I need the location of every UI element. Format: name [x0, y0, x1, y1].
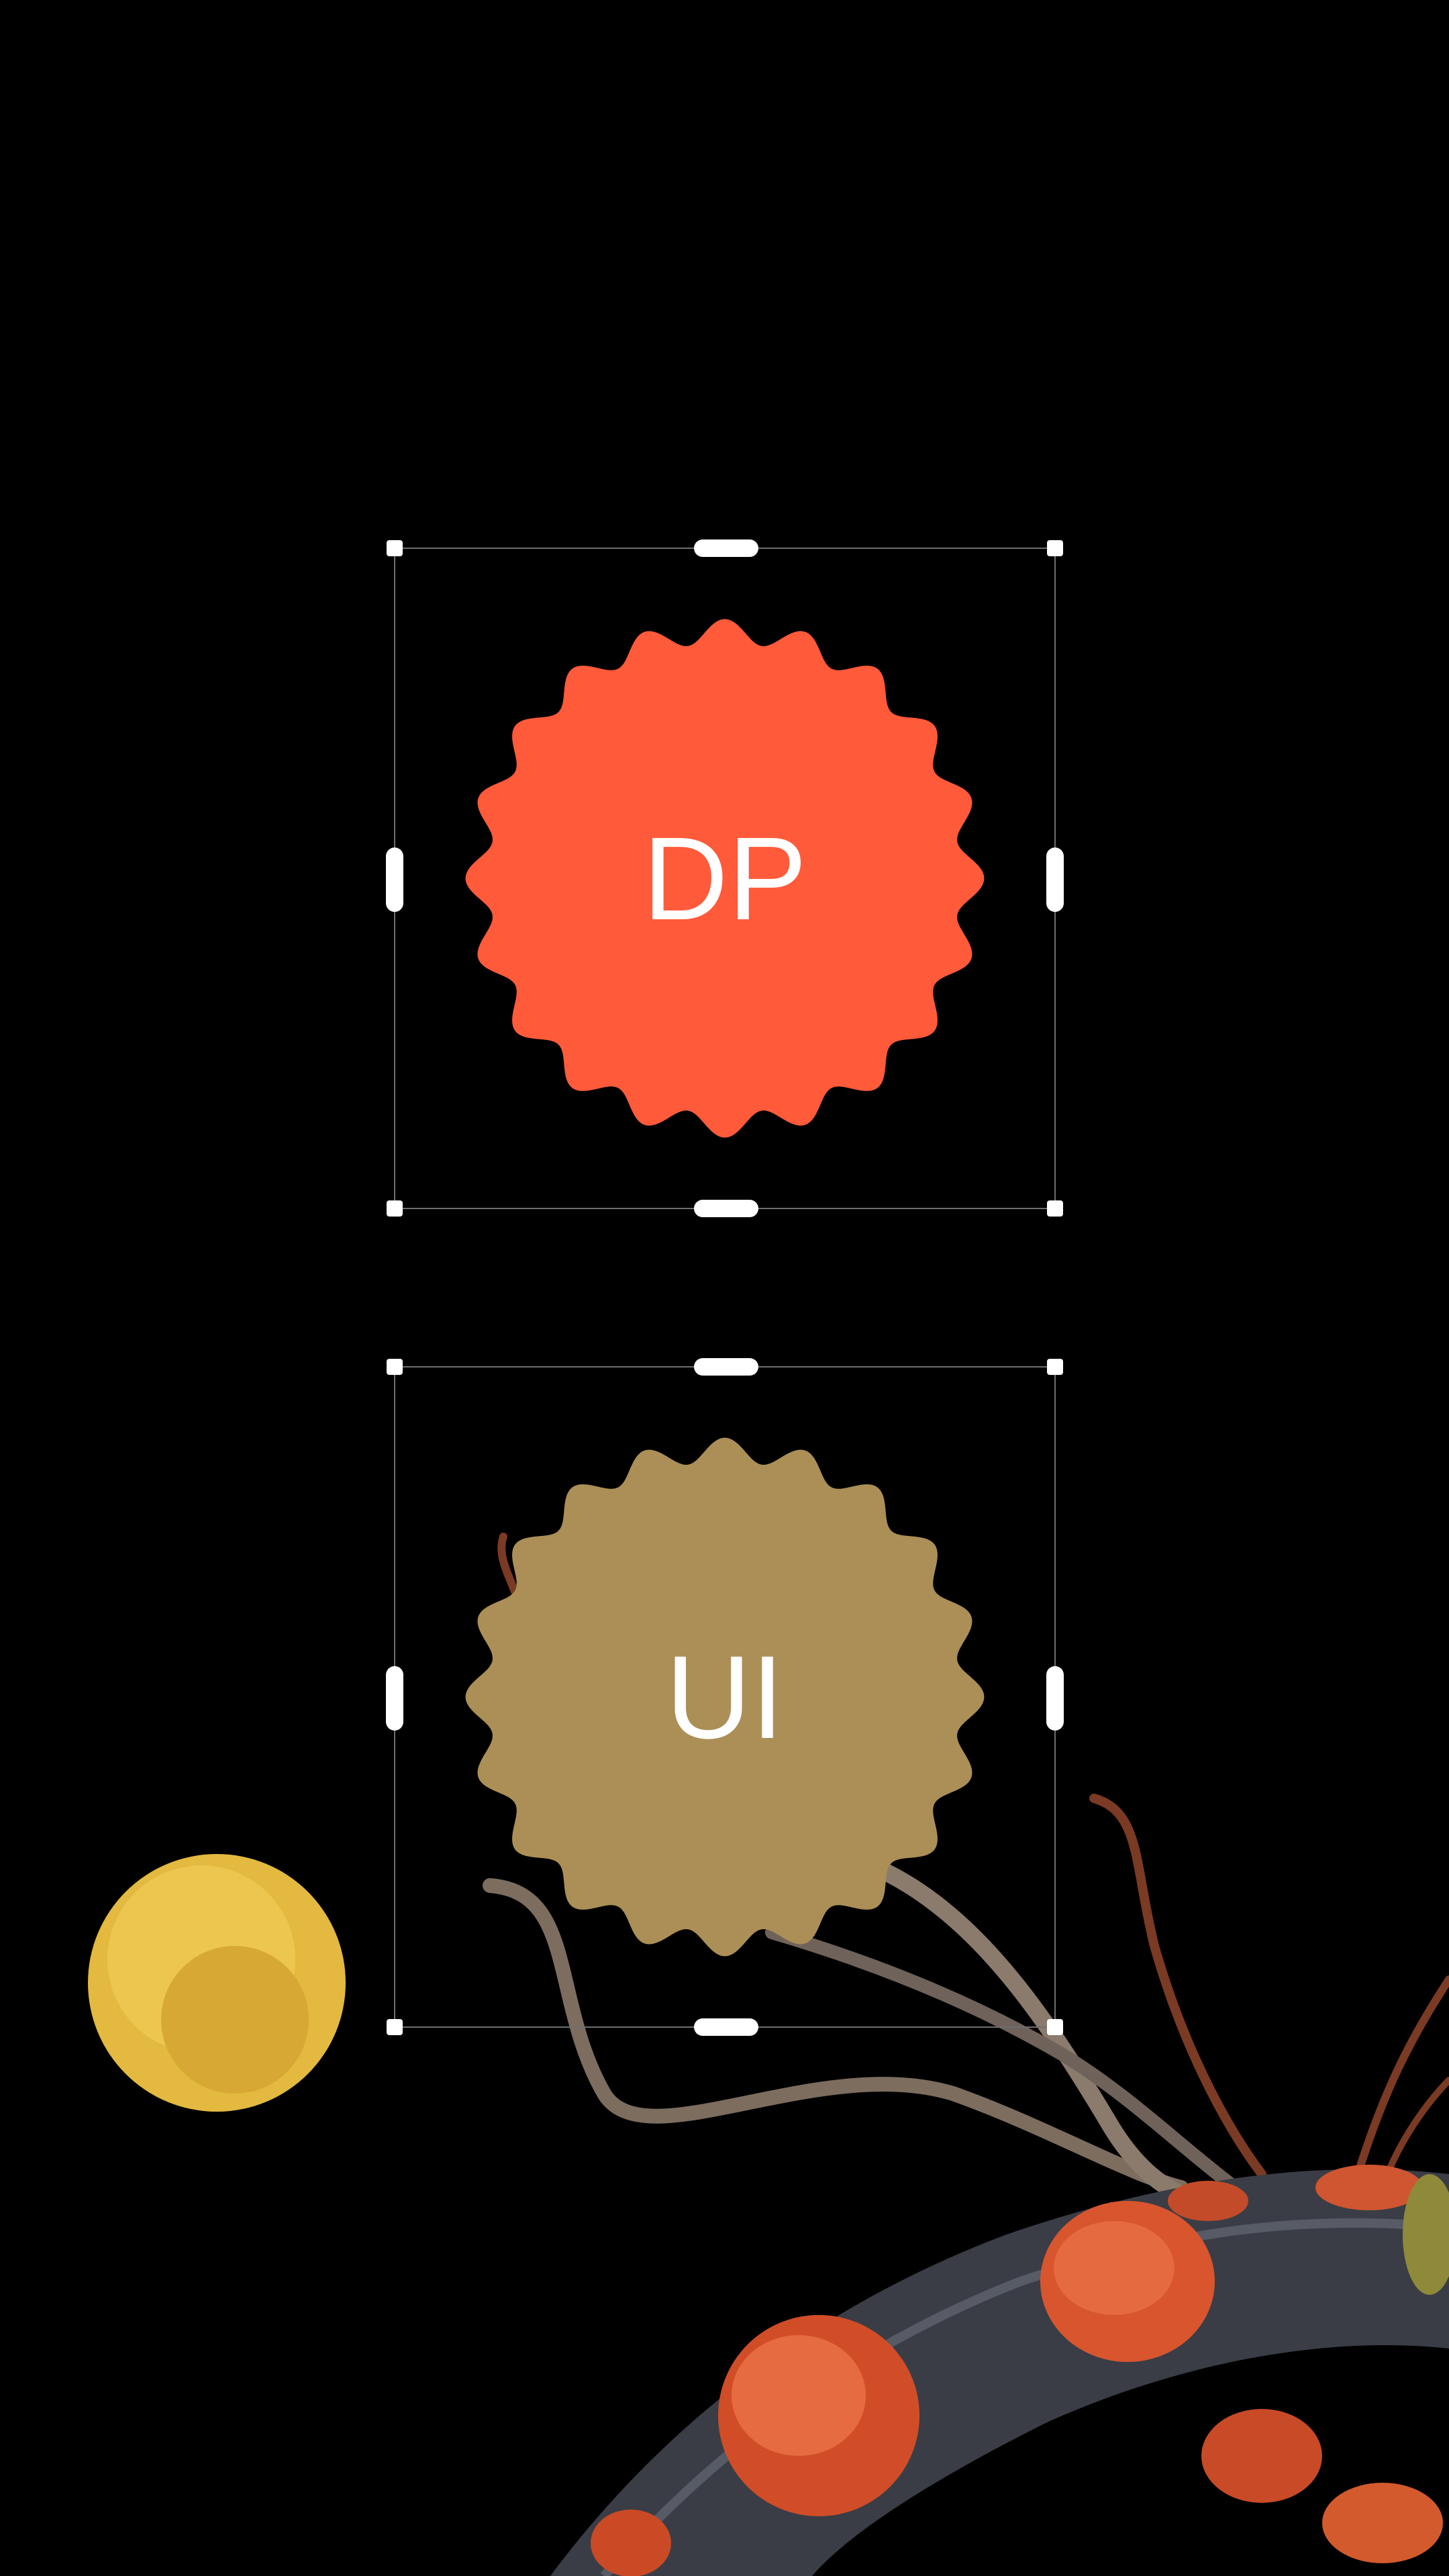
resize-handle-right[interactable] [1046, 1666, 1064, 1731]
resize-handle-bottom[interactable] [694, 2018, 758, 2036]
selection-frame-ui[interactable]: UI [386, 1358, 1064, 2036]
resize-handle-bottom-right[interactable] [1047, 2019, 1063, 2035]
resize-handle-bottom-right[interactable] [1047, 1200, 1063, 1217]
moss-clumps [591, 2165, 1449, 2576]
badge-dp[interactable] [395, 549, 1054, 1208]
pollen-ball [88, 1854, 346, 2112]
scallop-shape-dp [465, 619, 985, 1138]
resize-handle-top-left[interactable] [387, 540, 403, 556]
badge-ui-label: UI [666, 1632, 784, 1763]
branch [550, 2169, 1449, 2576]
resize-handle-left[interactable] [386, 1666, 403, 1731]
badge-dp-label: DP [642, 813, 807, 945]
scallop-shape-ui [465, 1437, 985, 1957]
selection-frame-dp[interactable]: DP [386, 539, 1064, 1217]
resize-handle-top[interactable] [694, 539, 758, 557]
resize-handle-left[interactable] [386, 847, 403, 912]
resize-handle-bottom[interactable] [694, 1200, 758, 1217]
resize-handle-top-right[interactable] [1047, 540, 1063, 556]
badge-ui[interactable] [395, 1368, 1054, 2026]
resize-handle-bottom-left[interactable] [387, 1200, 403, 1217]
resize-handle-bottom-left[interactable] [387, 2019, 403, 2035]
resize-handle-right[interactable] [1046, 847, 1064, 912]
resize-handle-top[interactable] [694, 1358, 758, 1376]
twig-group [483, 1533, 1449, 2210]
resize-handle-top-right[interactable] [1047, 1359, 1063, 1375]
resize-handle-top-left[interactable] [387, 1359, 403, 1375]
